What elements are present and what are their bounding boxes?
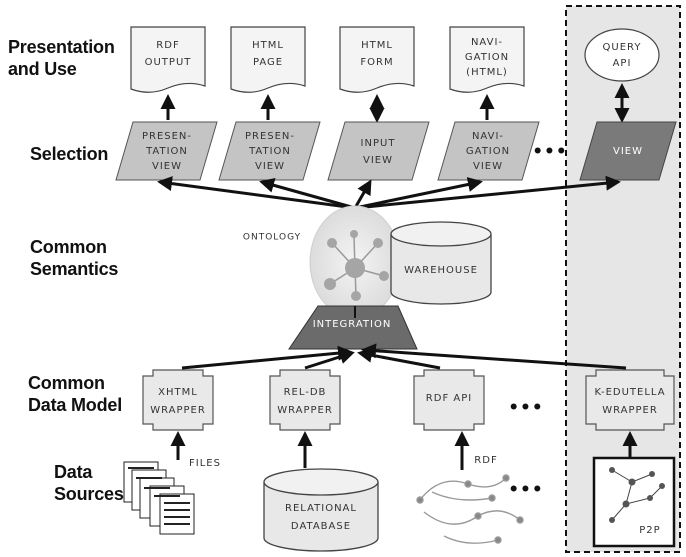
svg-text:Relational: Relational [285,503,357,514]
layer-label-selection: Selection [30,144,109,164]
query-api-ellipse: Query API [584,28,660,82]
svg-text:Form: Form [360,57,393,68]
ellipsis-sources: ••• [508,480,544,500]
svg-text:XHTML: XHTML [158,387,198,398]
files-label: Files [189,458,221,469]
ellipsis-views: ••• [532,142,568,162]
presentation-arrows [160,83,630,123]
svg-text:View: View [152,161,182,172]
svg-text:View: View [613,146,643,157]
html-form-doc: HTML Form [339,26,415,93]
svg-text:API: API [613,58,632,69]
svg-text:Warehouse: Warehouse [404,265,478,276]
svg-text:tation: tation [248,146,291,157]
svg-text:View: View [473,161,503,172]
integration-arrows [181,343,627,370]
svg-text:gation: gation [465,52,509,63]
p2p-view: View [579,121,677,181]
input-view: Input View [327,121,430,181]
svg-text:RDF API: RDF API [426,393,472,404]
layer-label-data-model: Common Data Model [28,373,123,415]
integration-trapezoid: Integration [288,305,418,350]
svg-text:Query: Query [603,42,642,53]
navigation-doc: Navi- gation (HTML) [449,26,525,93]
svg-text:Database: Database [291,521,351,532]
svg-text:Wrapper: Wrapper [602,405,658,416]
rdf-label: RDF [474,455,497,466]
svg-text:Page: Page [253,57,283,68]
svg-text:HTML: HTML [361,40,393,51]
presentation-view-2: Presen- tation View [218,121,321,181]
svg-text:Wrapper: Wrapper [150,405,206,416]
rdfapi-wrapper: RDF API [413,369,485,431]
svg-text:K-Edutella: K-Edutella [594,387,665,398]
svg-text:gation: gation [466,146,510,157]
selection-arrows [157,175,621,210]
relational-database-cylinder: Relational Database [263,468,379,552]
xhtml-wrapper: XHTML Wrapper [142,369,214,431]
kedutella-wrapper: K-Edutella Wrapper [585,369,675,431]
warehouse-cylinder: Warehouse [390,221,492,305]
layer-label-presentation: Presentation and Use [8,37,115,79]
files-stack-icon [123,461,195,535]
svg-text:Presen-: Presen- [245,131,295,142]
source-arrows [170,431,638,470]
svg-text:Navi-: Navi- [471,37,503,48]
svg-text:HTML: HTML [252,40,284,51]
svg-text:Integration: Integration [313,319,392,330]
layer-label-sources: Data Sources [54,462,124,504]
svg-text:RDF: RDF [156,40,179,51]
layer-label-semantics: Common Semantics [30,237,119,279]
ellipsis-wrappers: ••• [508,398,544,418]
svg-text:tation: tation [145,146,188,157]
svg-text:(HTML): (HTML) [466,67,508,78]
ontology-graph [309,205,401,319]
svg-text:View: View [363,155,393,166]
rdf-graph-icon [416,474,524,544]
p2p-network-box: P2P [592,456,676,548]
rdf-output-doc: RDF Output [130,26,206,93]
svg-text:Input: Input [361,138,396,149]
svg-text:Rel-DB: Rel-DB [284,387,327,398]
svg-text:View: View [255,161,285,172]
html-page-doc: HTML Page [230,26,306,93]
presentation-view-1: Presen- tation View [115,121,218,181]
navigation-view: Navi- gation View [437,121,540,181]
svg-text:Presen-: Presen- [142,131,192,142]
reldb-wrapper: Rel-DB Wrapper [269,369,341,431]
svg-text:P2P: P2P [639,525,660,536]
ontology-label: Ontology [243,233,301,243]
svg-text:Output: Output [145,57,192,68]
svg-text:Navi-: Navi- [472,131,504,142]
svg-text:Wrapper: Wrapper [277,405,333,416]
